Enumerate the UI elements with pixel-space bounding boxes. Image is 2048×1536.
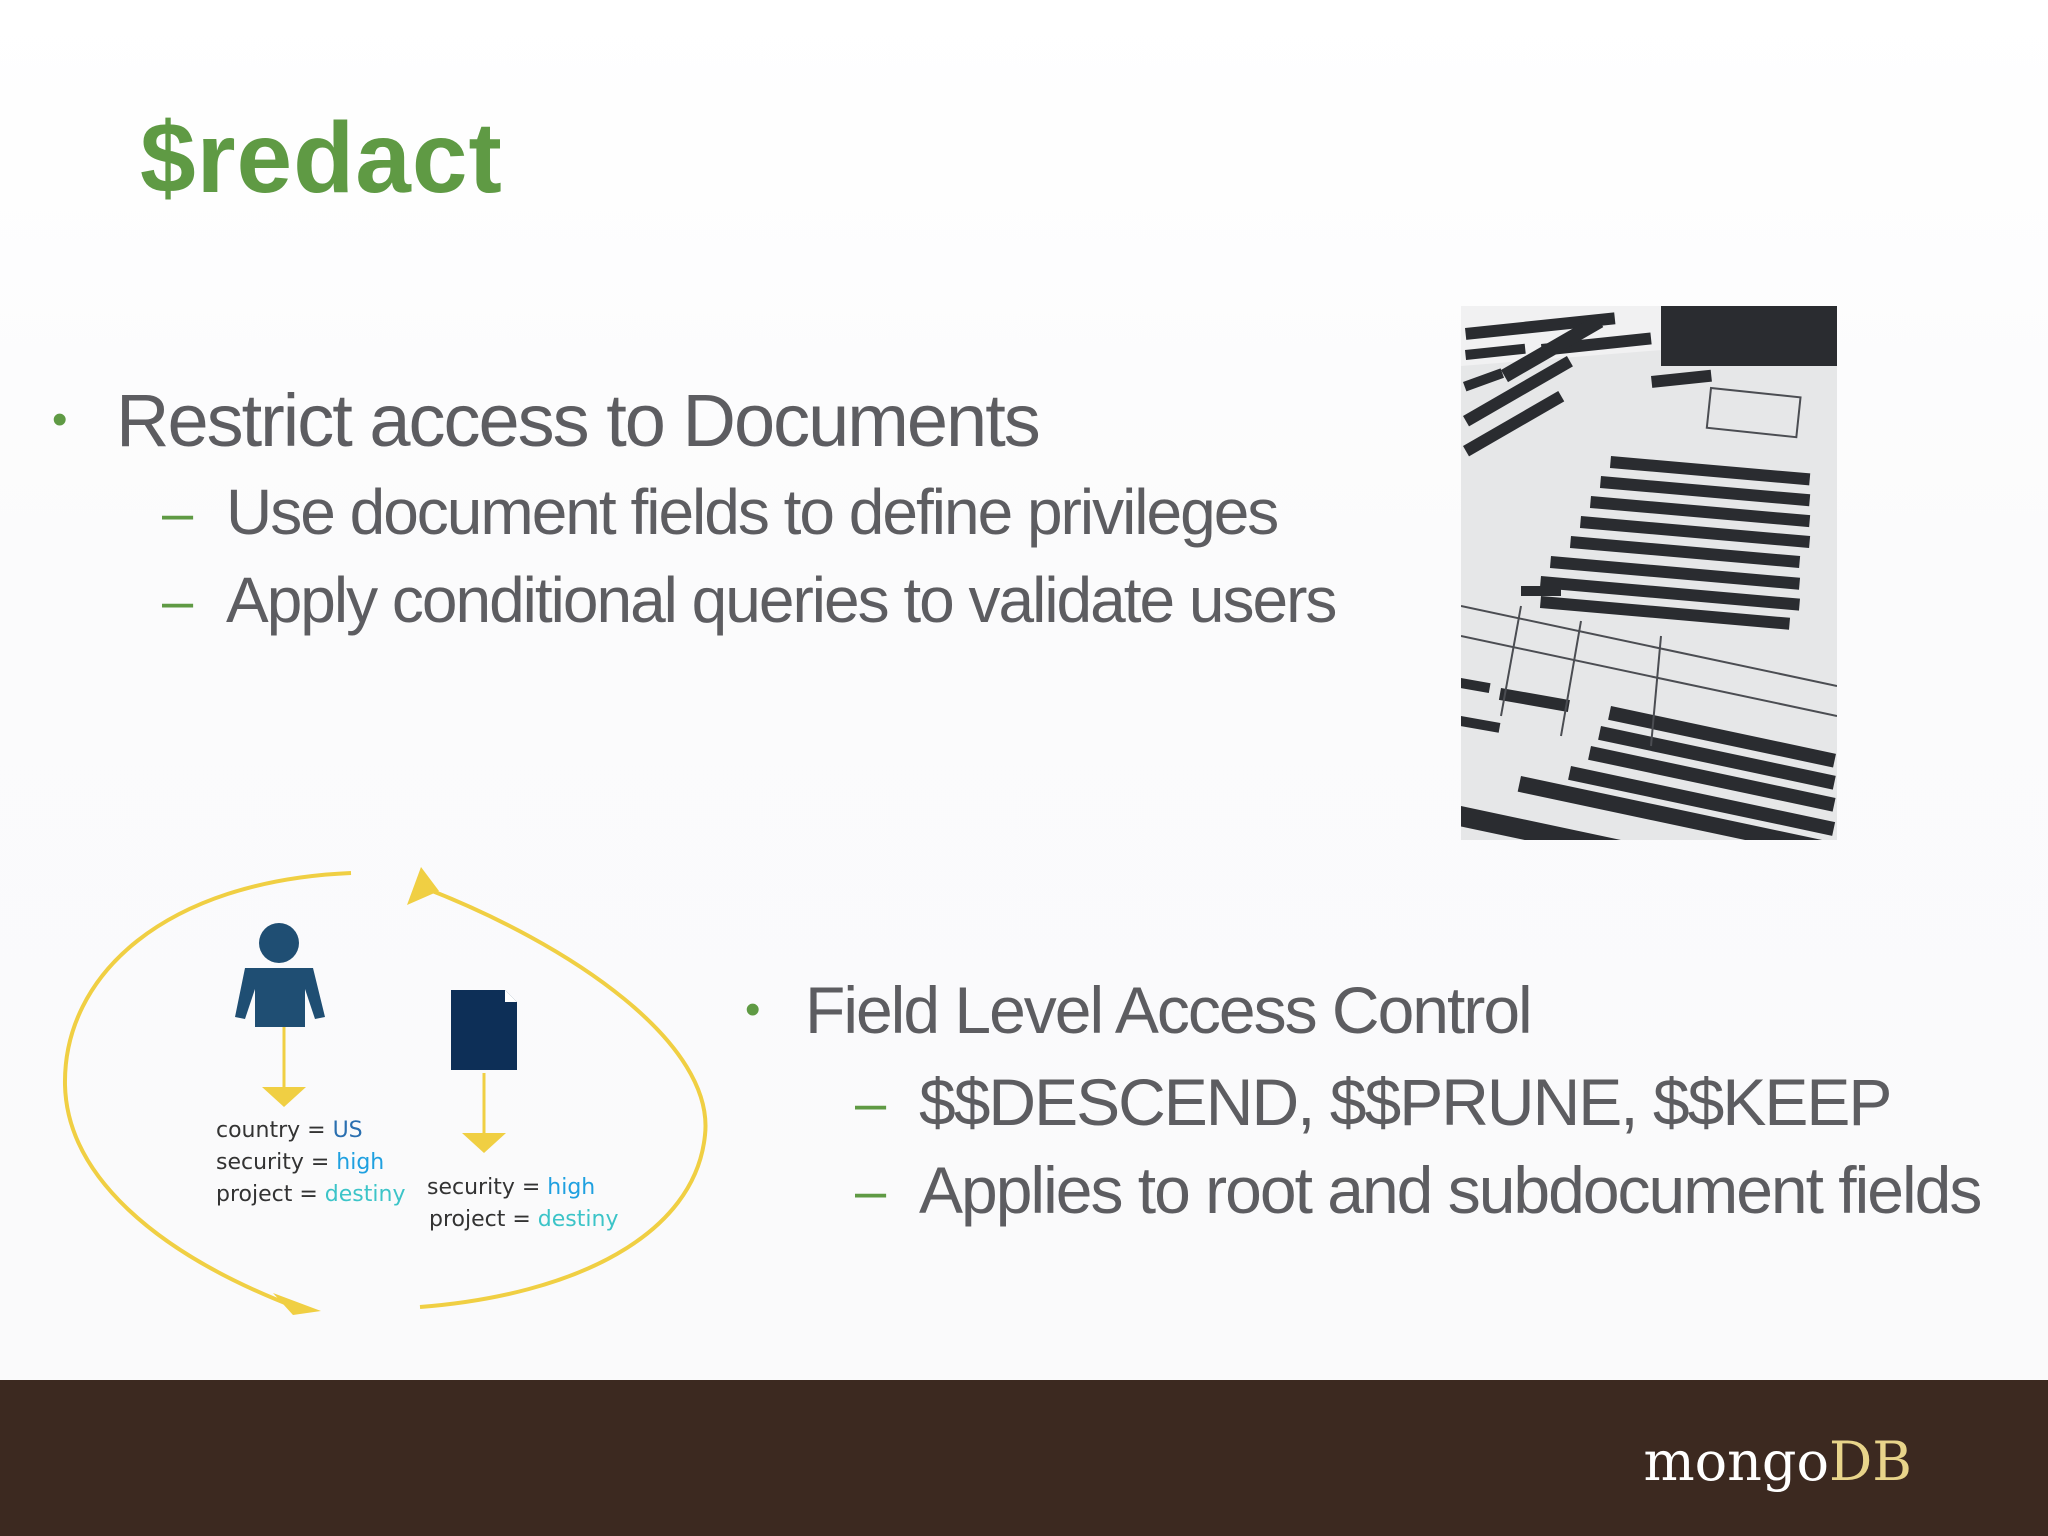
sub-bullet-item: – Use document fields to define privileg… [52, 468, 1335, 556]
svg-text:security = high: security = high [216, 1150, 384, 1175]
sub-bullet-text: Applies to root and subdocument fields [919, 1153, 1982, 1227]
bullet-text: Field Level Access Control [805, 973, 1533, 1047]
sub-bullet-dash: – [162, 568, 193, 632]
document-attributes: security = high project = destiny [427, 1175, 618, 1232]
attr-value: destiny [538, 1207, 619, 1232]
attr-key: project [216, 1182, 293, 1207]
svg-text:security = high: security = high [427, 1175, 595, 1200]
sub-bullet-item: – Applies to root and subdocument fields [745, 1146, 1982, 1234]
cycle-arrow-left [62, 871, 352, 1309]
sub-bullet-text: $$DESCEND, $$PRUNE, $$KEEP [919, 1065, 1892, 1139]
logo-text-mongo: mongo [1643, 1430, 1830, 1493]
user-icon [235, 923, 325, 1027]
bullet-item: • Restrict access to Documents [52, 372, 1335, 468]
access-control-diagram: country = US security = high project = d… [55, 855, 735, 1335]
footer-bar [0, 1380, 2048, 1536]
diagram-graphic: country = US security = high project = d… [62, 867, 708, 1315]
slide-title: $redact [140, 102, 503, 214]
sub-bullet-dash: – [855, 1158, 886, 1222]
svg-text:country = US: country = US [216, 1118, 363, 1143]
bullet-item: • Field Level Access Control [745, 962, 1980, 1058]
bullet-section-field-level: • Field Level Access Control – $$DESCEND… [745, 962, 1982, 1234]
attr-value: high [336, 1150, 384, 1175]
bullet-section-restrict: • Restrict access to Documents – Use doc… [52, 372, 1337, 644]
redacted-document-photo [1456, 306, 1838, 904]
sub-bullet-item: – $$DESCEND, $$PRUNE, $$KEEP [745, 1058, 1980, 1146]
bullet-text: Restrict access to Documents [116, 378, 1041, 462]
attr-eq: = [512, 1207, 530, 1232]
arrowhead-icon [273, 1293, 321, 1315]
attr-eq: = [307, 1118, 325, 1143]
sub-bullet-text: Use document fields to define privileges [226, 476, 1279, 548]
redacted-document-image [1456, 306, 1838, 904]
logo-text-db: DB [1829, 1430, 1912, 1493]
cycle-arrow-right [416, 883, 708, 1309]
sub-bullet-dash: – [855, 1070, 886, 1134]
attr-key: project [429, 1207, 506, 1232]
mongodb-logo: mongoDB [1643, 1435, 1912, 1489]
user-attributes: country = US security = high project = d… [216, 1118, 405, 1207]
sub-bullet-item: – Apply conditional queries to validate … [52, 556, 1337, 644]
attr-value: US [333, 1118, 363, 1143]
attr-value: destiny [325, 1182, 406, 1207]
sub-bullet-dash: – [162, 480, 193, 544]
svg-text:project = destiny: project = destiny [216, 1182, 405, 1207]
attr-value: high [547, 1175, 595, 1200]
sub-bullet-text: Apply conditional queries to validate us… [226, 564, 1337, 636]
arrowhead-icon [407, 867, 439, 905]
bullet-dot: • [52, 395, 67, 444]
document-icon [451, 990, 517, 1070]
down-arrow-icon [262, 1087, 306, 1107]
attr-eq: = [311, 1150, 329, 1175]
down-arrow-icon [462, 1133, 506, 1153]
attr-eq: = [522, 1175, 540, 1200]
attr-key: security [216, 1150, 304, 1175]
attr-key: country [216, 1118, 300, 1143]
svg-text:project = destiny: project = destiny [429, 1207, 618, 1232]
attr-eq: = [299, 1182, 317, 1207]
attr-key: security [427, 1175, 515, 1200]
bullet-dot: • [745, 985, 760, 1034]
